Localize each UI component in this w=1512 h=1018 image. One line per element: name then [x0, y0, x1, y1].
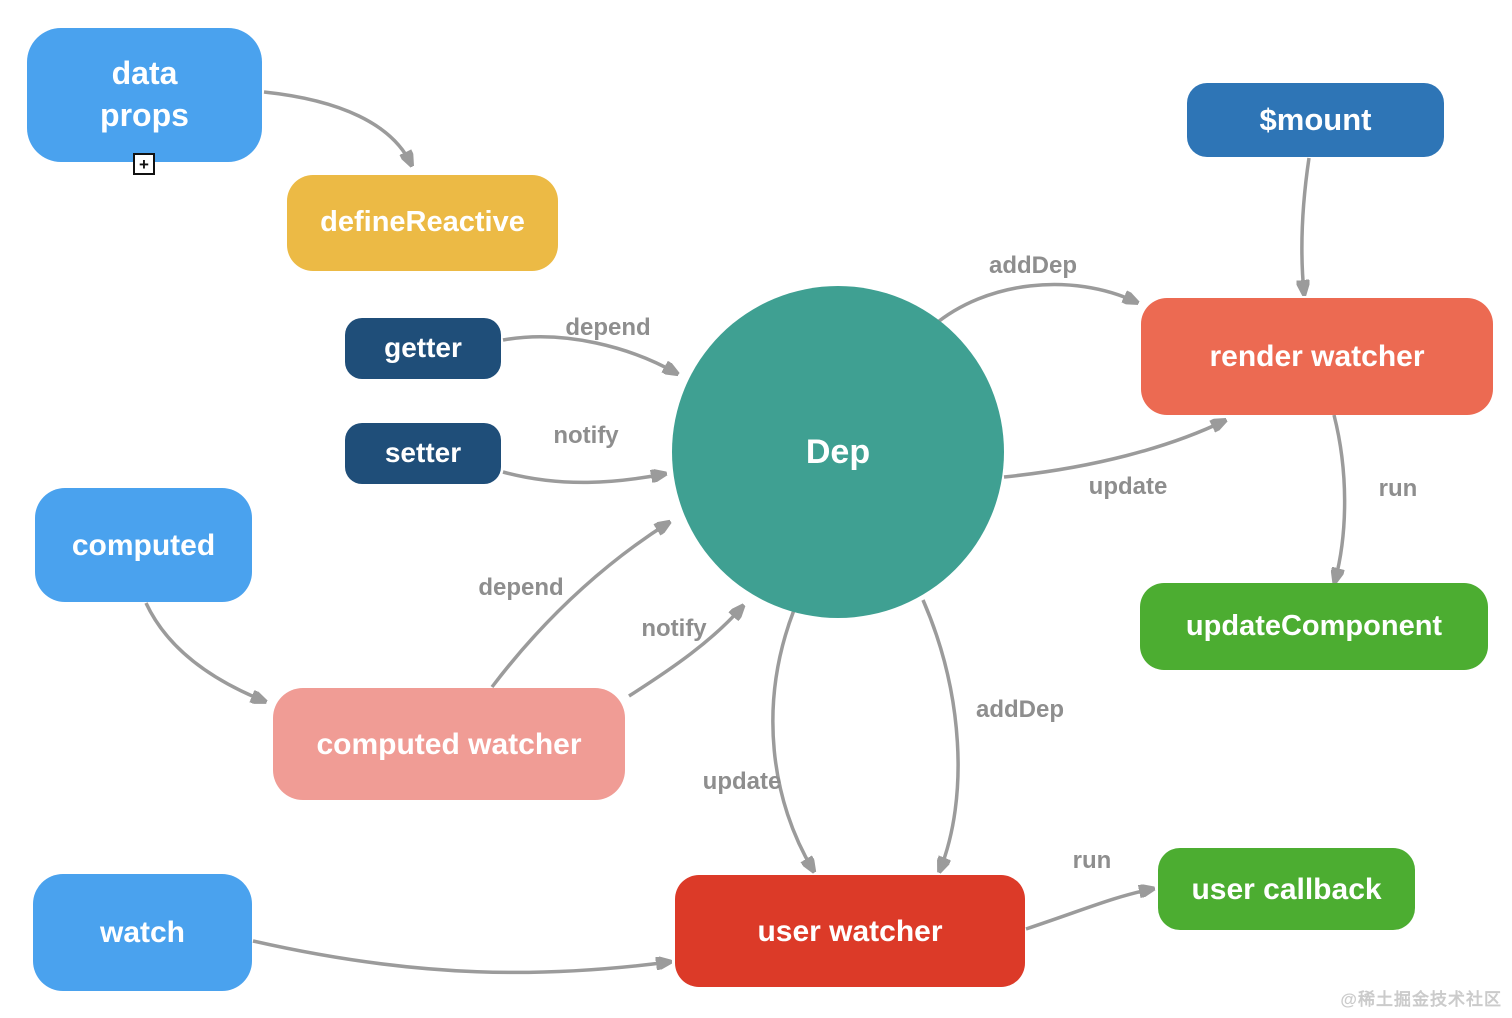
node-setter-label: setter [384, 437, 462, 469]
edge-label-run-updatecomponent: run [1378, 475, 1418, 502]
node-render-watcher: render watcher [1141, 298, 1493, 415]
edge-watch-to-user-watcher [252, 939, 669, 975]
node-watch: watch [33, 874, 252, 991]
node-define-reactive: defineReactive [287, 175, 558, 271]
node-dep-label: Dep [805, 432, 871, 471]
node-data-props: data props [27, 28, 262, 162]
edge-computed-watcher-to-dep-depend [490, 523, 668, 689]
edge-label-depend-computed-watcher: depend [478, 574, 564, 601]
plus-glyph: + [139, 154, 149, 174]
edge-label-run-user-callback: run [1072, 847, 1112, 874]
edge-label-adddep-user-watcher: addDep [975, 696, 1065, 723]
edge-computed-to-computed-watcher [144, 602, 264, 701]
node-computed: computed [35, 488, 252, 602]
node-data-props-label-line2: props [100, 97, 189, 133]
edge-dep-to-user-watcher-update [771, 609, 813, 870]
node-mount-label: $mount [1259, 101, 1372, 137]
edge-dep-to-user-watcher-adddep [921, 599, 960, 870]
expand-icon[interactable]: + [133, 153, 155, 175]
node-computed-label: computed [71, 528, 216, 562]
edge-label-update-render: update [1088, 473, 1168, 500]
edge-getter-to-dep [502, 335, 676, 373]
edge-data-props-to-definereactive [263, 90, 411, 164]
node-getter: getter [345, 318, 501, 379]
node-setter: setter [345, 423, 501, 484]
node-getter-label: getter [384, 332, 462, 364]
node-mount: $mount [1187, 83, 1444, 157]
node-update-component-label: updateComponent [1185, 609, 1443, 642]
edge-setter-to-dep [502, 472, 664, 485]
node-dep: Dep [672, 286, 1004, 618]
edge-label-depend-getter: depend [565, 314, 651, 341]
edge-user-watcher-to-user-callback-run [1025, 889, 1152, 931]
node-user-callback-label: user callback [1191, 872, 1382, 906]
node-update-component: updateComponent [1140, 583, 1488, 670]
node-watch-label: watch [99, 916, 186, 949]
node-user-watcher-label: user watcher [757, 914, 943, 948]
node-user-watcher: user watcher [675, 875, 1025, 987]
node-computed-watcher: computed watcher [273, 688, 625, 800]
edge-mount-to-render-watcher [1302, 157, 1309, 293]
edge-dep-to-render-watcher-update [1003, 421, 1224, 479]
edge-label-notify-computed-watcher: notify [641, 615, 707, 642]
node-render-watcher-label: render watcher [1209, 340, 1425, 373]
watermark: @稀土掘金技术社区 [1340, 990, 1502, 1009]
edge-label-update-user-watcher: update [702, 768, 782, 795]
node-user-callback: user callback [1158, 848, 1415, 930]
edge-render-watcher-to-updatecomponent-run [1334, 414, 1347, 581]
edge-label-adddep-render: addDep [988, 252, 1078, 279]
node-computed-watcher-label: computed watcher [316, 727, 582, 761]
edge-dep-to-render-watcher-adddep [931, 282, 1136, 328]
edge-computed-watcher-to-dep-notify [628, 607, 742, 698]
edge-label-notify-setter: notify [553, 422, 619, 449]
node-define-reactive-label: defineReactive [320, 206, 525, 239]
node-data-props-label-line1: data [111, 55, 178, 92]
